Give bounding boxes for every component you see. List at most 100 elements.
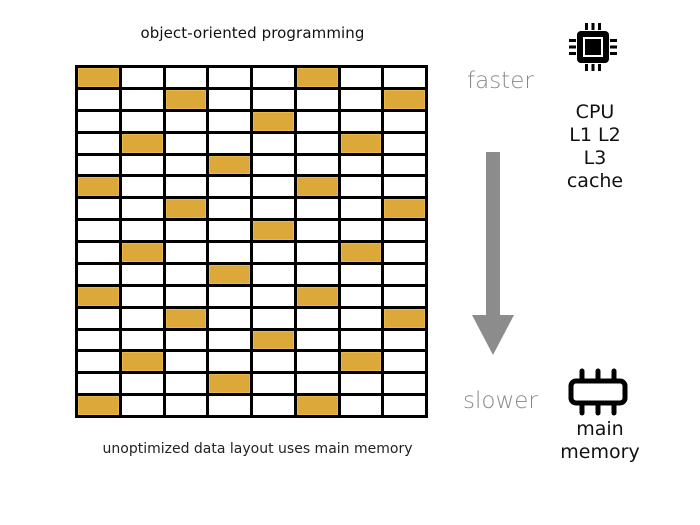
grid-cell-empty bbox=[121, 308, 163, 328]
grid-cell-empty bbox=[253, 155, 294, 175]
grid-cell-empty bbox=[209, 396, 250, 415]
memory-label-line: main bbox=[576, 418, 624, 440]
grid-cell-empty bbox=[121, 177, 163, 197]
grid-cell-filled bbox=[296, 177, 338, 197]
grid-cell-filled bbox=[165, 89, 207, 109]
grid-cell-empty bbox=[296, 330, 338, 350]
grid-cell-empty bbox=[209, 199, 250, 219]
grid-cell-empty bbox=[384, 396, 425, 415]
grid-cell-empty bbox=[253, 243, 294, 262]
grid-cell-filled bbox=[296, 396, 338, 415]
grid-cell-empty bbox=[253, 177, 294, 197]
grid-cell-empty bbox=[209, 111, 250, 131]
grid-cell-empty bbox=[121, 374, 163, 394]
grid-cell-empty bbox=[78, 111, 119, 131]
grid-cell-empty bbox=[384, 177, 425, 197]
grid-cell-empty bbox=[340, 264, 382, 284]
grid-cell-empty bbox=[121, 286, 163, 306]
grid-cell-empty bbox=[209, 89, 250, 109]
grid-cell-filled bbox=[78, 286, 119, 306]
grid-cell-empty bbox=[384, 264, 425, 284]
grid-cell-filled bbox=[340, 243, 382, 262]
grid-cell-empty bbox=[384, 221, 425, 240]
memory-layout-grid bbox=[75, 65, 428, 418]
grid-cell-empty bbox=[296, 243, 338, 262]
grid-cell-empty bbox=[121, 264, 163, 284]
grid-cell-filled bbox=[340, 133, 382, 153]
ram-module-icon bbox=[568, 368, 628, 416]
grid-cell-empty bbox=[384, 286, 425, 306]
grid-cell-empty bbox=[209, 352, 250, 372]
grid-cell-filled bbox=[209, 155, 250, 175]
grid-cell-filled bbox=[78, 396, 119, 415]
grid-cell-empty bbox=[296, 352, 338, 372]
grid-cell-filled bbox=[253, 330, 294, 350]
cpu-label-line: cache bbox=[566, 170, 624, 192]
grid-cell-empty bbox=[296, 89, 338, 109]
grid-cell-empty bbox=[340, 155, 382, 175]
cpu-label: CPU L1 L2 L3 cache bbox=[560, 101, 630, 193]
grid-cell-empty bbox=[340, 221, 382, 240]
grid-cell-empty bbox=[384, 330, 425, 350]
grid-cell-empty bbox=[78, 330, 119, 350]
grid-cell-filled bbox=[121, 133, 163, 153]
grid-cell-empty bbox=[296, 155, 338, 175]
grid-cell-empty bbox=[340, 308, 382, 328]
grid-cell-empty bbox=[78, 155, 119, 175]
cpu-label-line: L1 L2 L3 bbox=[569, 124, 621, 169]
grid-cell-empty bbox=[209, 133, 250, 153]
grid-cell-empty bbox=[253, 68, 294, 87]
grid-cell-empty bbox=[209, 221, 250, 240]
grid-cell-filled bbox=[121, 352, 163, 372]
diagram-title: object-oriented programming bbox=[140, 24, 365, 42]
grid-cell-empty bbox=[296, 264, 338, 284]
down-arrow-icon bbox=[472, 152, 514, 355]
cpu-label-line: CPU bbox=[575, 101, 615, 123]
grid-cell-empty bbox=[121, 199, 163, 219]
grid-cell-empty bbox=[340, 68, 382, 87]
grid-cell-empty bbox=[165, 330, 207, 350]
grid-cell-empty bbox=[384, 155, 425, 175]
grid-cell-empty bbox=[253, 286, 294, 306]
faster-label: faster bbox=[467, 68, 534, 94]
grid-cell-empty bbox=[340, 177, 382, 197]
grid-cell-empty bbox=[253, 374, 294, 394]
grid-cell-empty bbox=[78, 374, 119, 394]
grid-cell-empty bbox=[165, 352, 207, 372]
main-memory-label: main memory bbox=[555, 418, 645, 464]
grid-cell-empty bbox=[165, 133, 207, 153]
grid-cell-empty bbox=[165, 221, 207, 240]
grid-cell-empty bbox=[296, 374, 338, 394]
grid-cell-empty bbox=[340, 396, 382, 415]
grid-cell-empty bbox=[209, 308, 250, 328]
grid-cell-empty bbox=[340, 286, 382, 306]
grid-cell-filled bbox=[253, 111, 294, 131]
grid-cell-empty bbox=[121, 396, 163, 415]
grid-cell-empty bbox=[78, 352, 119, 372]
grid-cell-empty bbox=[78, 221, 119, 240]
arrow-shaft bbox=[486, 152, 500, 317]
grid-cell-empty bbox=[78, 243, 119, 262]
grid-cell-empty bbox=[384, 68, 425, 87]
grid-cell-empty bbox=[165, 374, 207, 394]
cpu-chip-icon bbox=[569, 23, 617, 71]
grid-cell-empty bbox=[165, 155, 207, 175]
grid-cell-filled bbox=[165, 199, 207, 219]
grid-cell-empty bbox=[340, 111, 382, 131]
grid-cell-empty bbox=[340, 89, 382, 109]
grid-cell-filled bbox=[209, 374, 250, 394]
grid-cell-filled bbox=[296, 286, 338, 306]
diagram-caption: unoptimized data layout uses main memory bbox=[102, 441, 413, 457]
grid-cell-empty bbox=[78, 89, 119, 109]
grid-cell-empty bbox=[384, 111, 425, 131]
grid-cell-empty bbox=[253, 308, 294, 328]
grid-cell-empty bbox=[253, 264, 294, 284]
grid-cell-empty bbox=[253, 133, 294, 153]
grid-cell-filled bbox=[384, 308, 425, 328]
grid-cell-empty bbox=[209, 243, 250, 262]
grid-cell-empty bbox=[121, 68, 163, 87]
grid-cell-empty bbox=[209, 286, 250, 306]
grid-cell-empty bbox=[121, 330, 163, 350]
grid-cell-empty bbox=[165, 68, 207, 87]
memory-label-line: memory bbox=[560, 441, 640, 463]
